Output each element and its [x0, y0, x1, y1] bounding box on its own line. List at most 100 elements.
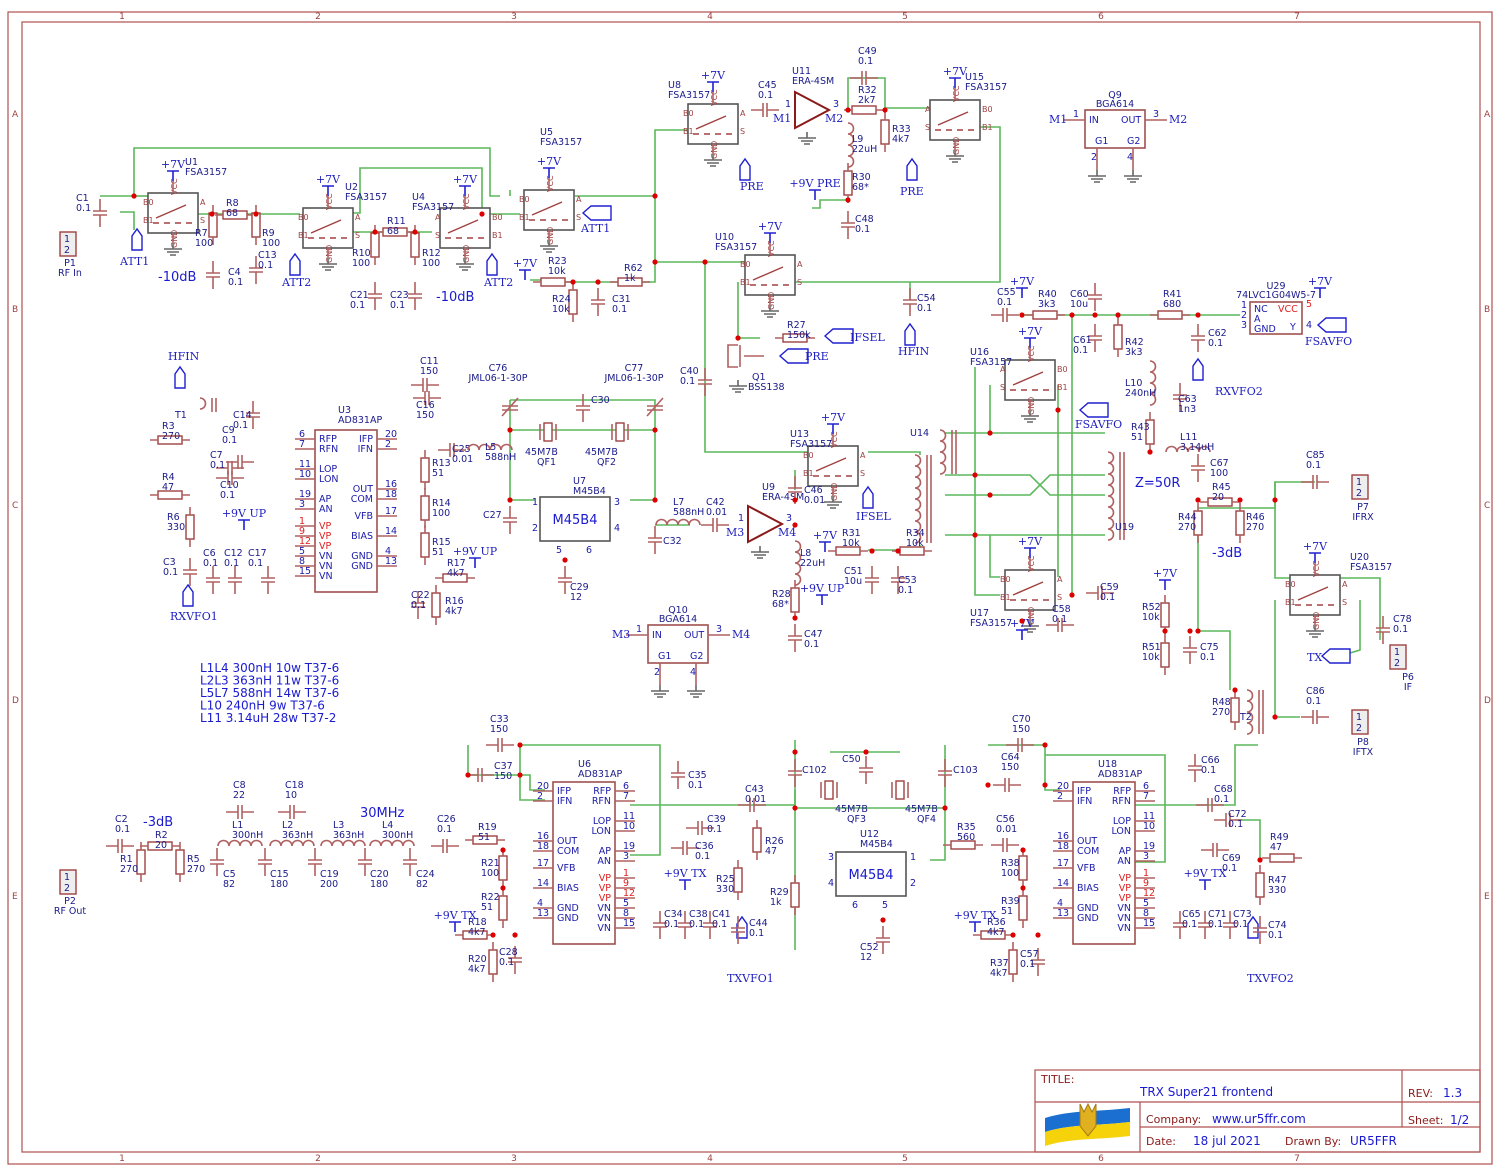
- pin-vcc: VCC: [325, 193, 334, 210]
- capacitor-symbol: [1196, 798, 1224, 812]
- capacitor-ref: C57: [1020, 949, 1039, 960]
- switch-ref: U15: [965, 72, 984, 83]
- junction-dot: [562, 557, 568, 563]
- switch-part: FSA3157: [1350, 562, 1392, 573]
- mixer-body: [552, 781, 616, 945]
- net-label-pre[interactable]: PRE: [739, 157, 764, 193]
- net-label-fsavfo[interactable]: FSAVFO: [1075, 402, 1122, 431]
- junction-dot: [1092, 312, 1098, 318]
- pin-num: 17: [537, 858, 549, 869]
- junction-dot: [792, 497, 798, 503]
- resistor-ref: R51: [1142, 642, 1161, 653]
- pin-num: 9: [1143, 878, 1149, 889]
- capacitor-value: 0.1: [224, 558, 239, 569]
- capacitor-symbol: [466, 768, 494, 782]
- pin-b1: B1: [519, 213, 530, 222]
- bga-body: [1084, 109, 1146, 149]
- capacitor-c4: C40.1: [206, 261, 243, 289]
- net-label-att1[interactable]: ATT1: [580, 205, 612, 235]
- transformer-ref: T1: [174, 410, 187, 421]
- pin-num: 14: [385, 526, 397, 537]
- net-label-tx[interactable]: TX: [1307, 648, 1351, 664]
- junction-dot: [792, 805, 798, 811]
- resistor-body: [790, 587, 800, 613]
- resistor-ref: R31: [842, 528, 861, 539]
- net-label-att2[interactable]: ATT2: [281, 252, 311, 289]
- pin-num: 18: [1057, 841, 1069, 852]
- net-label-fsavfo[interactable]: FSAVFO: [1305, 317, 1352, 348]
- ground-icon: [687, 685, 705, 698]
- capacitor-symbol: [206, 566, 220, 594]
- power-symbol-icon: [707, 81, 719, 92]
- power-label: +9V UP: [800, 582, 845, 595]
- coil-note-line: L5L7 588nH 14w T37-6: [200, 686, 339, 700]
- pin-b1: B1: [143, 216, 154, 225]
- net-label-rxvfo1[interactable]: RXVFO1: [170, 583, 218, 623]
- net-label-ifsel[interactable]: IFSEL: [856, 485, 892, 523]
- resistor-ref: R37: [990, 958, 1009, 969]
- power-p9v_tx: +9V TX: [664, 867, 707, 890]
- capacitor-ref: C85: [1306, 450, 1325, 461]
- resistor-value: 4k7: [447, 568, 465, 579]
- pin-name: VN: [1117, 913, 1131, 924]
- net-label-att1[interactable]: ATT1: [119, 227, 149, 268]
- resistor-value: 330: [167, 522, 185, 533]
- pin-num: 20: [1057, 781, 1069, 792]
- switch-part: FSA3157: [970, 618, 1012, 629]
- capacitor-symbol: [738, 798, 766, 812]
- capacitor-symbol: [876, 926, 890, 954]
- pin-name: GND: [351, 561, 373, 572]
- capacitor-ref: C11: [420, 356, 439, 367]
- resistor-value: 4k7: [990, 968, 1008, 979]
- junction-dot: [1232, 687, 1238, 693]
- pin-num: 20: [537, 781, 549, 792]
- pin-name: LON: [591, 826, 611, 837]
- power-symbol-icon: [819, 541, 831, 552]
- net-label-pre[interactable]: PRE: [778, 348, 829, 364]
- resistor-ref: R43: [1131, 422, 1150, 433]
- pin-num: 8: [623, 908, 629, 919]
- resistor-value: 270: [1212, 707, 1230, 718]
- net-label-pre[interactable]: PRE: [900, 157, 924, 198]
- title-label: TITLE:: [1040, 1073, 1074, 1086]
- net-label-rxvfo2[interactable]: RXVFO2: [1192, 357, 1263, 398]
- capacitor-ref: C69: [1222, 853, 1241, 864]
- resistor-value: 10k: [906, 538, 924, 549]
- capacitor-ref: C24: [416, 869, 435, 880]
- net-label-ifsel[interactable]: IFSEL: [823, 328, 886, 344]
- net-label-hfin[interactable]: HFIN: [898, 322, 930, 358]
- crystal-part: 45M7B: [905, 804, 938, 815]
- resistor-ref: R20: [468, 954, 487, 965]
- grid-col-label: 2: [315, 12, 321, 22]
- inductor-coil: [1165, 445, 1211, 453]
- capacitor-ref: C10: [220, 480, 239, 491]
- net-label-att2[interactable]: ATT2: [483, 252, 513, 289]
- net-label-hfin[interactable]: HFIN: [168, 350, 200, 389]
- pin-name: RFN: [1112, 796, 1131, 807]
- capacitor-value: 0.1: [203, 558, 218, 569]
- pin-b1: B1: [1000, 593, 1011, 602]
- junction-dot: [1115, 312, 1121, 318]
- pin-gnd: GND: [952, 137, 961, 155]
- resistor-ref: R12: [422, 248, 441, 259]
- net-label-text: FSAVFO: [1305, 335, 1352, 348]
- connector-pin: 2: [1394, 658, 1400, 669]
- crystal-icon: [615, 422, 625, 442]
- pin-name: VN: [597, 903, 611, 914]
